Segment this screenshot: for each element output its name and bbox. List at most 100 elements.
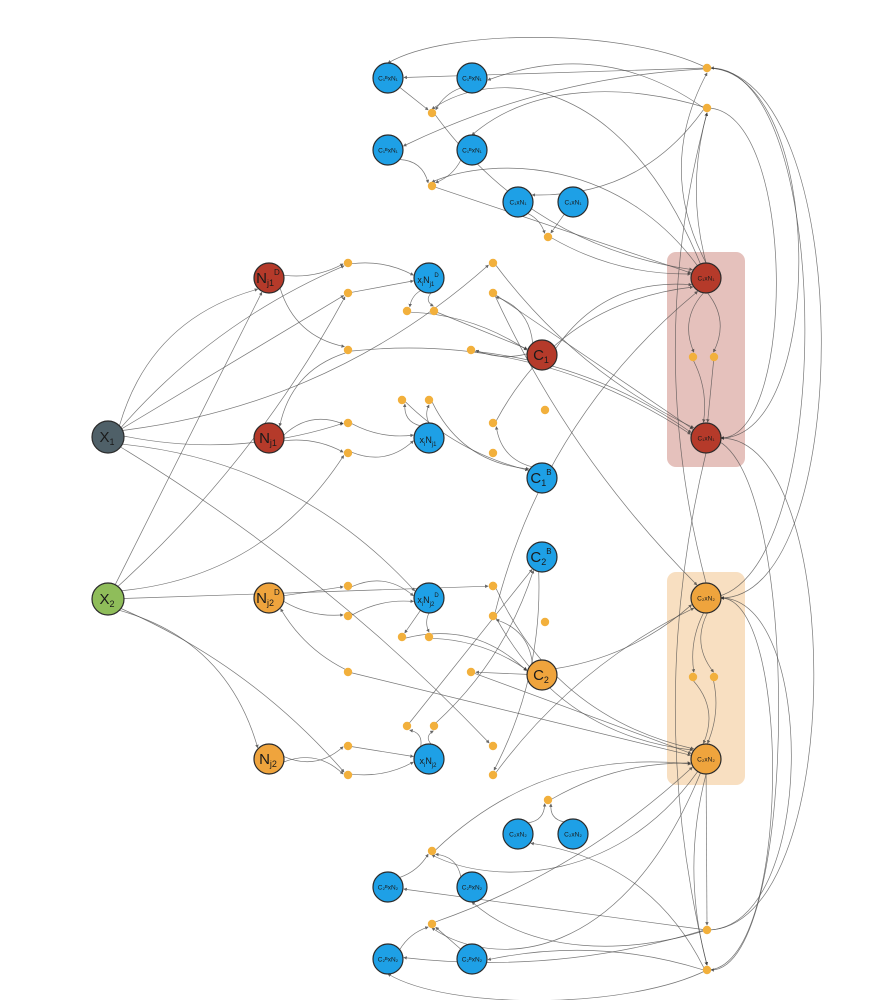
node-C1B[interactable]: C1B [526, 462, 558, 494]
node-X1[interactable]: X1 [91, 420, 125, 454]
edge-dF4-C2B [409, 569, 533, 724]
node-label: X1 [99, 429, 114, 447]
edge-R1-dTop2 [696, 112, 708, 264]
orange-group-box [667, 572, 745, 785]
node-label: C1 [533, 347, 549, 365]
edge-Nj1-dB2 [283, 439, 344, 453]
edge-dTop2-CN1b [487, 63, 704, 108]
junction-dots-layer [343, 63, 719, 975]
node-C2[interactable]: C2 [526, 659, 558, 691]
edge-dU1-O2 [435, 761, 692, 850]
node-C1[interactable]: C1 [526, 339, 558, 371]
junction-dot-dX2 [540, 617, 550, 627]
edge-dE4-C2 [405, 633, 528, 672]
node-circle [372, 871, 404, 903]
node-CN3a[interactable]: C₁xN₁ [502, 186, 534, 218]
node-label: C₁ᴮxN₁ [378, 147, 399, 154]
node-CN3b[interactable]: C₁xN₁ [557, 186, 589, 218]
junction-dot-dC2 [488, 288, 498, 298]
junction-dot-dA2 [343, 288, 353, 298]
edge-dA3-Nj1 [278, 352, 346, 427]
edge-XN1D-dA5 [427, 292, 434, 307]
edge-Nj2-dF1 [283, 746, 344, 763]
edge-dR1-R2 [693, 360, 706, 423]
edge-XN2D-dE5 [426, 612, 430, 633]
node-circle [253, 743, 285, 775]
junction-dot-dG2 [488, 611, 498, 621]
edge-dE6-O2 [474, 673, 692, 755]
junction-dot-dTop2 [702, 103, 712, 113]
node-Nj2[interactable]: Nj2 [253, 743, 285, 775]
node-label: Nj1D [256, 268, 280, 288]
node-R1[interactable]: C₁xN₁ [690, 262, 722, 294]
node-XN1[interactable]: xiNj1 [413, 422, 445, 454]
node-label: C₂ᴮxN₂ [462, 884, 483, 891]
node-R2[interactable]: C₁xN₁ [690, 422, 722, 454]
node-label: xiNj2 [419, 756, 437, 769]
edge-dBot2-CN6b [487, 949, 704, 971]
edge-dT2-R1 [435, 186, 692, 274]
node-circle [456, 871, 488, 903]
edge-CN2a-dT2 [399, 159, 430, 184]
node-circle [456, 134, 488, 166]
node-Nj1D[interactable]: Nj1D [253, 262, 285, 294]
edge-dC2-O1 [494, 296, 698, 586]
node-XN2[interactable]: xiNj2 [413, 743, 445, 775]
node-circle [372, 62, 404, 94]
node-CN1b[interactable]: C₁ᴮxN₁ [456, 62, 488, 94]
node-circle [253, 422, 285, 454]
junction-dot-dE5 [424, 632, 434, 642]
node-CN2a[interactable]: C₁ᴮxN₁ [372, 134, 404, 166]
node-circle [253, 262, 285, 294]
edge-dBot1-CN5a [403, 887, 704, 930]
junction-dot-dT1 [427, 108, 437, 118]
edge-CN1b-dT1 [435, 87, 461, 111]
node-label: Nj2 [259, 751, 277, 769]
junction-dot-dT2 [427, 181, 437, 191]
node-label: C₁xN₁ [697, 275, 715, 282]
edge-dC2-R2 [496, 295, 694, 430]
red-group-box [667, 252, 745, 467]
node-O1[interactable]: C₂xN₂ [690, 582, 722, 614]
node-label: C₂xN₂ [509, 831, 527, 838]
node-label: C₂xN₂ [697, 756, 715, 763]
edges-layer [114, 37, 822, 1000]
junction-dot-dF1 [343, 741, 353, 751]
junction-dot-dB4 [397, 395, 407, 405]
node-label: C₂ᴮxN₂ [462, 956, 483, 963]
node-CN2b[interactable]: C₁ᴮxN₁ [456, 134, 488, 166]
node-Nj1[interactable]: Nj1 [253, 422, 285, 454]
node-CN5b[interactable]: C₂ᴮxN₂ [456, 871, 488, 903]
junction-dot-dU3 [543, 795, 553, 805]
node-O2[interactable]: C₂xN₂ [690, 743, 722, 775]
node-label: C1B [530, 468, 551, 488]
node-label: xiNj2D [417, 593, 439, 608]
node-CN4b[interactable]: C₂xN₂ [557, 818, 589, 850]
node-CN6a[interactable]: C₂ᴮxN₂ [372, 943, 404, 975]
edge-XN2-dF5 [427, 730, 434, 745]
edge-dA1-XN1D [351, 262, 414, 276]
junction-dot-dR2 [709, 352, 719, 362]
junction-dot-dC3 [488, 418, 498, 428]
node-CN5a[interactable]: C₂ᴮxN₂ [372, 871, 404, 903]
node-circle [502, 818, 534, 850]
node-C2B[interactable]: C2B [526, 541, 558, 573]
edge-dO2-O2 [707, 680, 717, 744]
node-circle [690, 582, 722, 614]
node-Nj2D[interactable]: Nj2D [253, 582, 285, 614]
node-CN6b[interactable]: C₂ᴮxN₂ [456, 943, 488, 975]
node-XN1D[interactable]: xiNj1D [413, 262, 445, 294]
edge-X1-dA2 [121, 295, 345, 430]
node-CN1a[interactable]: C₁ᴮxN₁ [372, 62, 404, 94]
edge-X1-Nj1D [119, 288, 259, 426]
junction-dot-dF3 [488, 741, 498, 751]
junction-dot-dO1 [688, 672, 698, 682]
node-XN2D[interactable]: xiNj2D [413, 582, 445, 614]
edge-X1-dB1 [123, 422, 344, 446]
edge-X2-dF2 [120, 608, 345, 773]
node-X2[interactable]: X2 [91, 582, 125, 616]
node-CN4a[interactable]: C₂xN₂ [502, 818, 534, 850]
node-circle [413, 262, 445, 294]
node-label: xiNj1 [419, 435, 437, 448]
